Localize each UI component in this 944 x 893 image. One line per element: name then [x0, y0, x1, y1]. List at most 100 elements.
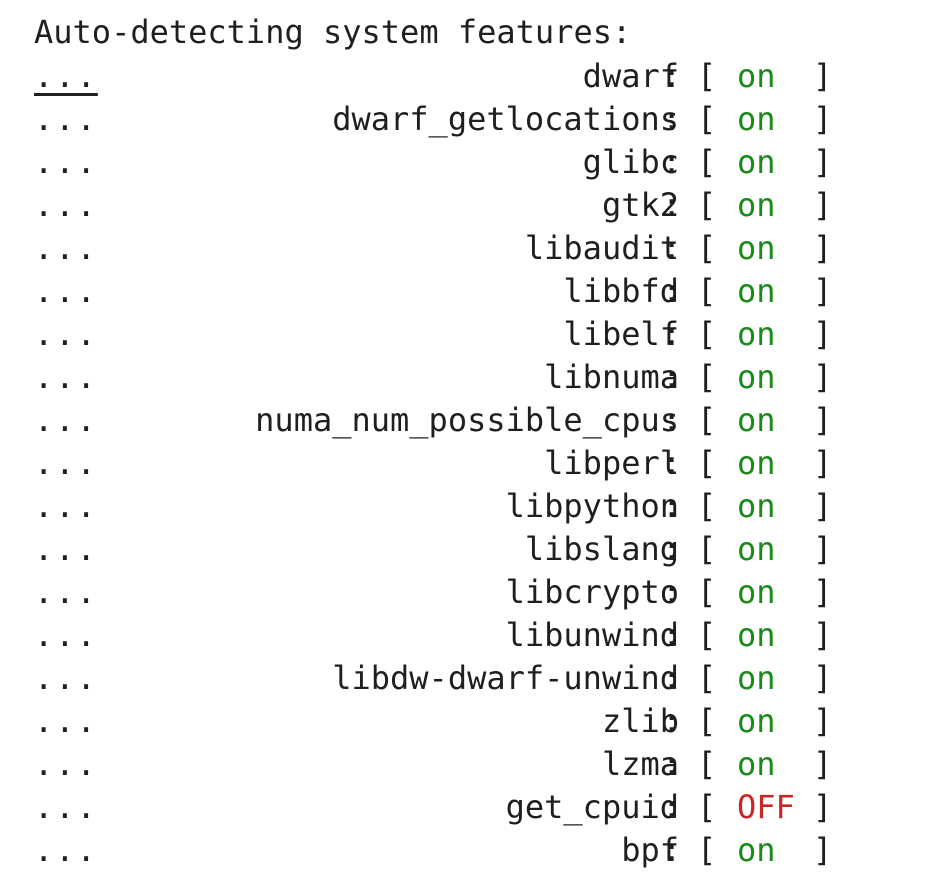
feature-name: dwarf	[582, 57, 679, 95]
open-bracket: [	[697, 788, 717, 826]
close-bracket: ]	[813, 229, 833, 267]
open-bracket: [	[697, 229, 717, 267]
feature-name: gtk2	[601, 186, 679, 224]
progress-dots: ...	[34, 616, 98, 654]
feature-name: bpf	[621, 831, 679, 869]
open-bracket: [	[697, 745, 717, 783]
progress-dots: ...	[34, 100, 98, 138]
feature-name: get_cpuid	[505, 788, 679, 826]
open-bracket: [	[697, 143, 717, 181]
feature-row-libunwind: ... libunwind : [ on ]	[0, 614, 944, 657]
feature-row-numa-num-possible-cpus: ... numa_num_possible_cpus : [ on ]	[0, 399, 944, 442]
status-value: on	[737, 143, 776, 181]
close-bracket: ]	[813, 315, 833, 353]
status-value: on	[737, 659, 776, 697]
close-bracket: ]	[813, 659, 833, 697]
open-bracket: [	[697, 487, 717, 525]
progress-dots: ...	[34, 358, 98, 396]
colon-separator: :	[662, 57, 682, 95]
progress-dots: ...	[34, 272, 98, 310]
status-value: on	[737, 315, 776, 353]
close-bracket: ]	[813, 444, 833, 482]
open-bracket: [	[697, 401, 717, 439]
status-value: on	[737, 530, 776, 568]
progress-dots: ...	[34, 444, 98, 482]
open-bracket: [	[697, 702, 717, 740]
open-bracket: [	[697, 100, 717, 138]
colon-separator: :	[662, 659, 682, 697]
open-bracket: [	[697, 573, 717, 611]
progress-dots: ...	[34, 57, 98, 95]
status-value: on	[737, 745, 776, 783]
feature-name: lzma	[601, 745, 679, 783]
feature-name: libcrypto	[505, 573, 679, 611]
progress-dots: ...	[34, 487, 98, 525]
status-value: on	[737, 186, 776, 224]
open-bracket: [	[697, 315, 717, 353]
colon-separator: :	[662, 702, 682, 740]
status-value: on	[737, 444, 776, 482]
colon-separator: :	[662, 831, 682, 869]
feature-name: zlib	[601, 702, 679, 740]
progress-dots: ...	[34, 831, 98, 869]
close-bracket: ]	[813, 745, 833, 783]
close-bracket: ]	[813, 530, 833, 568]
close-bracket: ]	[813, 487, 833, 525]
feature-name: numa_num_possible_cpus	[255, 401, 679, 439]
close-bracket: ]	[813, 702, 833, 740]
open-bracket: [	[697, 659, 717, 697]
feature-name: libpython	[505, 487, 679, 525]
status-value: on	[737, 487, 776, 525]
feature-row-libperl: ... libperl : [ on ]	[0, 442, 944, 485]
open-bracket: [	[697, 831, 717, 869]
colon-separator: :	[662, 272, 682, 310]
feature-row-libnuma: ... libnuma : [ on ]	[0, 356, 944, 399]
open-bracket: [	[697, 616, 717, 654]
open-bracket: [	[697, 444, 717, 482]
colon-separator: :	[662, 745, 682, 783]
feature-name: dwarf_getlocations	[332, 100, 679, 138]
open-bracket: [	[697, 530, 717, 568]
colon-separator: :	[662, 229, 682, 267]
colon-separator: :	[662, 573, 682, 611]
colon-separator: :	[662, 401, 682, 439]
status-value: on	[737, 57, 776, 95]
colon-separator: :	[662, 315, 682, 353]
status-value: on	[737, 100, 776, 138]
colon-separator: :	[662, 616, 682, 654]
progress-dots: ...	[34, 788, 98, 826]
feature-detection-heading: Auto-detecting system features:	[34, 13, 632, 51]
feature-name: libaudit	[524, 229, 679, 267]
status-value: on	[737, 573, 776, 611]
open-bracket: [	[697, 186, 717, 224]
feature-row-bpf: ... bpf : [ on ]	[0, 829, 944, 872]
status-value: on	[737, 616, 776, 654]
close-bracket: ]	[813, 788, 833, 826]
colon-separator: :	[662, 186, 682, 224]
close-bracket: ]	[813, 100, 833, 138]
close-bracket: ]	[813, 272, 833, 310]
feature-row-libpython: ... libpython : [ on ]	[0, 485, 944, 528]
colon-separator: :	[662, 358, 682, 396]
feature-row-get-cpuid: ... get_cpuid : [ OFF ]	[0, 786, 944, 829]
close-bracket: ]	[813, 831, 833, 869]
open-bracket: [	[697, 358, 717, 396]
status-value-off: OFF	[737, 788, 795, 826]
feature-name: libelf	[563, 315, 679, 353]
progress-dots: ...	[34, 186, 98, 224]
progress-dots: ...	[34, 573, 98, 611]
progress-dots: ...	[34, 229, 98, 267]
feature-list: ... dwarf : [ on ] ... dwarf_getlocation…	[0, 55, 944, 872]
feature-name: glibc	[582, 143, 679, 181]
feature-row-libcrypto: ... libcrypto : [ on ]	[0, 571, 944, 614]
progress-dots: ...	[34, 315, 98, 353]
feature-name: libperl	[544, 444, 679, 482]
colon-separator: :	[662, 530, 682, 568]
progress-dots: ...	[34, 401, 98, 439]
feature-name: libslang	[524, 530, 679, 568]
feature-row-zlib: ... zlib : [ on ]	[0, 700, 944, 743]
close-bracket: ]	[813, 616, 833, 654]
feature-row-libdw-dwarf-unwind: ... libdw-dwarf-unwind : [ on ]	[0, 657, 944, 700]
feature-name: libnuma	[544, 358, 679, 396]
